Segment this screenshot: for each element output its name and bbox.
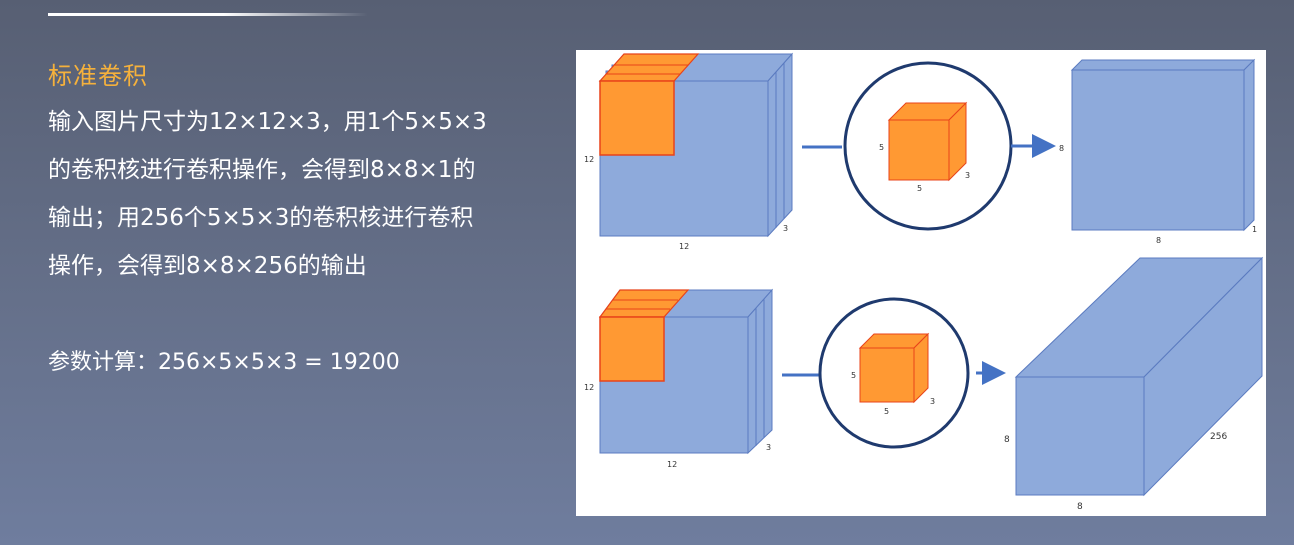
row2-output-front [1015, 376, 1145, 496]
row1-input-height-label: 12 [584, 155, 594, 164]
row2-input-width-label: 12 [667, 460, 677, 469]
description-paragraph: 输入图片尺寸为12×12×3，用1个5×5×3 的卷积核进行卷积操作，会得到8×… [48, 98, 568, 290]
row1-kernel-depth-label: 3 [965, 171, 970, 180]
description-line-3: 输出；用256个5×5×3的卷积核进行卷积 [48, 205, 474, 231]
parameter-calculation: 参数计算：256×5×5×3 = 19200 [48, 350, 400, 375]
row2-output-width-label: 8 [1077, 502, 1083, 512]
row1-input-kernel-front [599, 80, 675, 156]
description-line-1: 输入图片尺寸为12×12×3，用1个5×5×3 [48, 109, 487, 135]
convolution-diagram-svg: 12 12 3 5 5 3 8 8 1 [584, 52, 1264, 512]
row2-output-depth-label: 256 [1210, 432, 1227, 442]
row1-output-height-label: 8 [1059, 144, 1064, 153]
row1-kernel-cube [887, 101, 968, 182]
row1-kernel-width-label: 5 [917, 184, 922, 193]
description-line-2: 的卷积核进行卷积操作，会得到8×8×1的 [48, 157, 476, 183]
row2-kernel-depth-label: 3 [930, 397, 935, 406]
row2-kernel-front [859, 347, 915, 403]
row1-kernel-height-label: 5 [879, 143, 884, 152]
row2-output-volume [1014, 256, 1264, 497]
description-line-4: 操作，会得到8×8×256的输出 [48, 253, 367, 279]
row2-input-kernel-region [598, 289, 690, 382]
row1-output-front [1071, 69, 1245, 231]
row1-output-side [1243, 58, 1255, 232]
row2-output-height-label: 8 [1004, 435, 1010, 445]
row2-kernel-cube [858, 332, 930, 404]
row2-input-depth-label: 3 [766, 443, 771, 452]
row1-input-kernel-region [598, 53, 700, 156]
row1-output-volume [1070, 58, 1256, 232]
row1-output-top [1070, 59, 1256, 71]
row1-output-depth-label: 1 [1252, 225, 1257, 234]
slide-title: 标准卷积 [48, 62, 148, 90]
row1-output-width-label: 8 [1156, 236, 1161, 245]
row2-input-height-label: 12 [584, 383, 594, 392]
row1-input-side-face [767, 52, 793, 238]
top-divider [48, 13, 368, 16]
row2-input-kernel-front [599, 316, 665, 382]
convolution-diagram: 12 12 3 5 5 3 8 8 1 [576, 50, 1266, 516]
row1-input-depth-label: 3 [783, 224, 788, 233]
row1-kernel-front [888, 119, 950, 181]
row2-kernel-height-label: 5 [851, 371, 856, 380]
row1-input-width-label: 12 [679, 242, 689, 251]
row2-kernel-width-label: 5 [884, 407, 889, 416]
row2-input-side-face [747, 288, 773, 455]
